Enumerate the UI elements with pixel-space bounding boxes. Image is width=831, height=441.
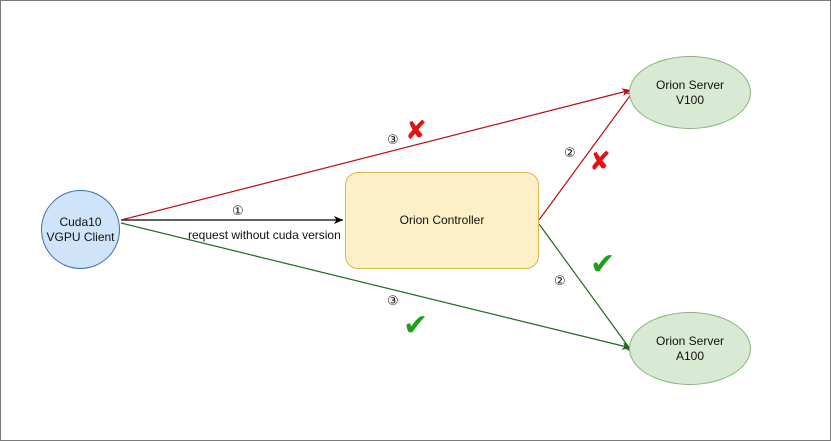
request-label: request without cuda version (188, 228, 341, 242)
check-icon: ✔ (590, 247, 616, 282)
client-node-label: Cuda10 VGPU Client (46, 214, 115, 244)
step-3-a100-marker: ③ (387, 293, 399, 308)
step-3-v100-marker: ③ (387, 132, 399, 147)
cross-icon: ✘ (405, 116, 427, 146)
server-v100-node: Orion Server V100 (629, 56, 751, 129)
controller-node: Orion Controller (345, 172, 539, 269)
client-node: Cuda10 VGPU Client (41, 190, 120, 269)
edge-client-to-v100 (120, 88, 632, 221)
check-icon: ✔ (403, 308, 429, 343)
step-2-a100-marker: ② (554, 273, 566, 288)
edge-controller-to-v100 (538, 88, 636, 221)
server-a100-node-label: Orion Server A100 (655, 333, 725, 363)
controller-node-label: Orion Controller (399, 213, 485, 227)
edge-client-to-a100 (120, 222, 632, 350)
edge-controller-to-a100 (538, 223, 634, 354)
step-2-v100-marker: ② (564, 145, 576, 160)
server-a100-node: Orion Server A100 (629, 312, 751, 385)
cross-icon: ✘ (589, 147, 611, 177)
step-1-marker: ① (232, 203, 244, 218)
server-v100-node-label: Orion Server V100 (655, 77, 725, 107)
